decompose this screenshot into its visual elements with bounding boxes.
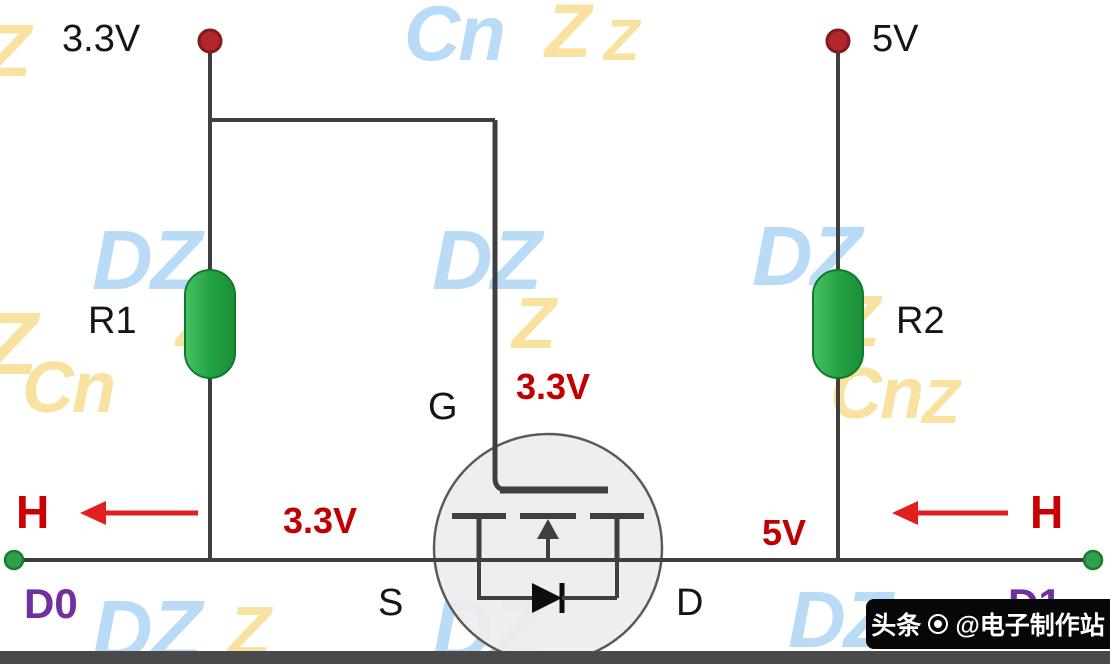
resistor-r2 (812, 269, 864, 379)
gate-voltage-label: 3.3V (516, 366, 591, 407)
banner-handle-label: @电子制作站 (955, 612, 1105, 640)
watermark-z: Z (0, 14, 31, 88)
resistor-r2-label: R2 (896, 300, 945, 342)
source-label: S (378, 582, 404, 624)
body-diode-anode-wire (477, 560, 532, 600)
level-right-label: H (1030, 486, 1064, 538)
mosfet-body-arrow (537, 519, 559, 539)
terminal-5v (825, 28, 851, 54)
banner-site-label: 头条 (871, 612, 922, 640)
body-diode-triangle (532, 583, 562, 613)
supply-left-label: 3.3V (62, 18, 141, 60)
bottom-strip (0, 651, 1110, 664)
right-arrow-head (892, 501, 918, 525)
body-diode-cathode-wire (562, 560, 619, 600)
watermark-z: Z (922, 368, 960, 437)
supply-right-label: 5V (872, 18, 919, 60)
gate-label: G (428, 386, 458, 428)
mosfet-symbol (452, 486, 644, 613)
level-left-label: H (16, 486, 50, 538)
terminal-d1 (1082, 549, 1104, 571)
watermark-z: Z (512, 284, 556, 364)
watermark-dz: DZ (432, 213, 542, 307)
drain-label: D (676, 582, 704, 624)
resistor-r1 (184, 269, 236, 379)
terminal-3v3 (197, 28, 223, 54)
pin-d0-label: D0 (24, 580, 78, 627)
left-arrow-head (80, 501, 106, 525)
resistor-r1-label: R1 (88, 300, 137, 342)
watermark-z: Z (604, 8, 639, 73)
watermark-z: Z (545, 0, 591, 74)
watermark-dz: DZ (92, 213, 202, 307)
gate-feed-wire (492, 120, 508, 493)
watermark-cn: Cn (404, 0, 506, 77)
bus-left-voltage-label: 3.3V (283, 500, 358, 541)
watermark-z: Z (0, 300, 38, 388)
terminal-d0 (3, 549, 25, 571)
attribution-banner: 头条 @电子制作站 (866, 599, 1110, 649)
bus-right-voltage-label: 5V (762, 512, 807, 553)
banner-stamp-icon (928, 614, 949, 634)
level-arrows (80, 501, 1008, 525)
watermark-cn: Cn (22, 348, 116, 428)
